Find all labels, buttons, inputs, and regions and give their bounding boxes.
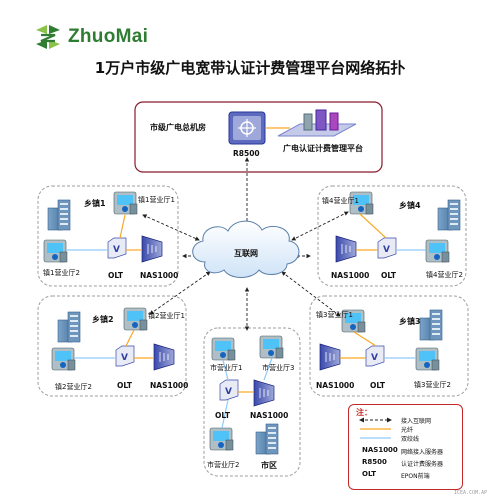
town1-nas: NAS1000 bbox=[140, 271, 179, 280]
town3-nas: NAS1000 bbox=[316, 381, 355, 390]
town1-group bbox=[37, 185, 179, 287]
town3-hall2: 镇3营业厅2 bbox=[414, 381, 451, 389]
svg-text:V: V bbox=[113, 245, 120, 255]
town2-name: 乡镇2 bbox=[92, 315, 114, 324]
town3-nas-icon bbox=[319, 343, 341, 371]
city-olt-icon: V bbox=[219, 379, 239, 401]
town1-name: 乡镇1 bbox=[84, 199, 106, 208]
town1-hall2: 镇1营业厅2 bbox=[43, 269, 80, 277]
legend-title: 注： bbox=[356, 408, 372, 417]
city-nas-icon bbox=[253, 379, 275, 407]
city-hall2: 市营业厅2 bbox=[207, 461, 240, 469]
router-r8500-icon bbox=[228, 111, 266, 145]
city-building-icon bbox=[255, 423, 279, 455]
svg-text:V: V bbox=[371, 353, 378, 363]
city-hall1: 市营业厅1 bbox=[210, 364, 243, 372]
town3-hall1: 镇3营业厅1 bbox=[316, 311, 353, 319]
legend-line-samples bbox=[359, 417, 392, 439]
fiber-link bbox=[353, 331, 377, 347]
town1-hall1-icon bbox=[113, 191, 138, 215]
internet-label: 互联网 bbox=[234, 249, 258, 258]
legend-r-val: 认证计费服务器 bbox=[401, 461, 444, 468]
legend-twisted: 双绞线 bbox=[401, 436, 420, 443]
town3-olt-icon: V bbox=[365, 345, 385, 367]
city-hall2-icon bbox=[209, 427, 234, 451]
fiber-link bbox=[359, 213, 387, 239]
brand-name: ZhuoMai bbox=[68, 26, 149, 47]
town4-nas-icon bbox=[335, 235, 357, 263]
town3-olt: OLT bbox=[370, 381, 386, 390]
town1-olt: OLT bbox=[108, 271, 124, 280]
town1-olt-icon: V bbox=[107, 237, 127, 259]
legend-nas-val: 网络接入服务器 bbox=[401, 449, 444, 456]
town4-nas: NAS1000 bbox=[331, 271, 370, 280]
town4-hall2: 镇4营业厅2 bbox=[426, 271, 463, 279]
legend-nas-key: NAS1000 bbox=[362, 446, 398, 454]
town3-group bbox=[309, 295, 469, 397]
legend-olt-key: OLT bbox=[362, 470, 377, 478]
legend-r-key: R8500 bbox=[362, 458, 387, 466]
town4-olt-icon: V bbox=[377, 237, 397, 259]
svg-text:V: V bbox=[383, 245, 390, 255]
town4-hall1-icon bbox=[349, 191, 374, 215]
town4-hall2-icon bbox=[425, 239, 450, 263]
town1-nas-icon bbox=[141, 235, 163, 263]
legend-fiber: 光纤 bbox=[401, 427, 414, 434]
town2-group bbox=[37, 295, 187, 397]
town4-building-icon bbox=[437, 199, 461, 231]
town1-building-icon bbox=[47, 199, 71, 231]
town1-hall2-icon bbox=[43, 239, 68, 263]
watermark: ICEA.COM.AP bbox=[454, 490, 488, 496]
router-label: R8500 bbox=[233, 149, 260, 158]
town3-hall1-icon bbox=[341, 309, 366, 333]
datacenter-label: 市级广电总机房 bbox=[150, 123, 206, 132]
svg-text:V: V bbox=[121, 353, 128, 363]
city-hall3: 市营业厅3 bbox=[262, 364, 295, 372]
internet-cloud-icon bbox=[192, 220, 300, 278]
town2-hall2-icon bbox=[51, 347, 76, 371]
town4-hall1: 镇4营业厅1 bbox=[322, 197, 359, 205]
twisted-link bbox=[221, 399, 229, 429]
billing-platform-icon bbox=[265, 109, 357, 137]
internet-links bbox=[142, 157, 349, 331]
svg-text:V: V bbox=[225, 387, 232, 397]
city-name: 市区 bbox=[261, 461, 277, 470]
town3-hall2-icon bbox=[415, 347, 440, 371]
city-olt: OLT bbox=[215, 411, 231, 420]
city-hall1-icon bbox=[211, 337, 236, 361]
town3-name: 乡镇3 bbox=[399, 317, 421, 326]
town2-hall2: 镇2营业厅2 bbox=[55, 383, 92, 391]
town2-hall1-icon bbox=[123, 307, 148, 331]
town4-name: 乡镇4 bbox=[399, 201, 421, 210]
page-title: 1万户市级广电宽带认证计费管理平台网络拓扑 bbox=[94, 59, 406, 77]
twisted-link bbox=[263, 357, 273, 381]
town3-building-icon bbox=[419, 309, 443, 341]
town4-olt: OLT bbox=[381, 271, 397, 280]
platform-label: 广电认证计费管理平台 bbox=[283, 144, 363, 153]
city-group bbox=[203, 327, 301, 477]
legend-olt-val: EPON前端 bbox=[401, 473, 430, 480]
city-nas: NAS1000 bbox=[250, 411, 289, 420]
town2-nas: NAS1000 bbox=[150, 381, 189, 390]
zhuomai-logo-icon bbox=[36, 25, 60, 49]
town1-hall1: 镇1营业厅1 bbox=[138, 196, 175, 204]
twisted-link bbox=[222, 359, 229, 381]
town2-olt-icon: V bbox=[115, 345, 135, 367]
town2-olt: OLT bbox=[117, 381, 133, 390]
town2-nas-icon bbox=[153, 343, 175, 371]
town2-hall1: 镇2营业厅1 bbox=[148, 312, 185, 320]
legend-access: 接入互联网 bbox=[401, 418, 432, 425]
town4-group bbox=[317, 185, 467, 287]
fiber-link bbox=[119, 214, 126, 239]
town2-building-icon bbox=[57, 311, 81, 343]
city-hall3-icon bbox=[259, 335, 284, 359]
fiber-link bbox=[125, 329, 135, 347]
